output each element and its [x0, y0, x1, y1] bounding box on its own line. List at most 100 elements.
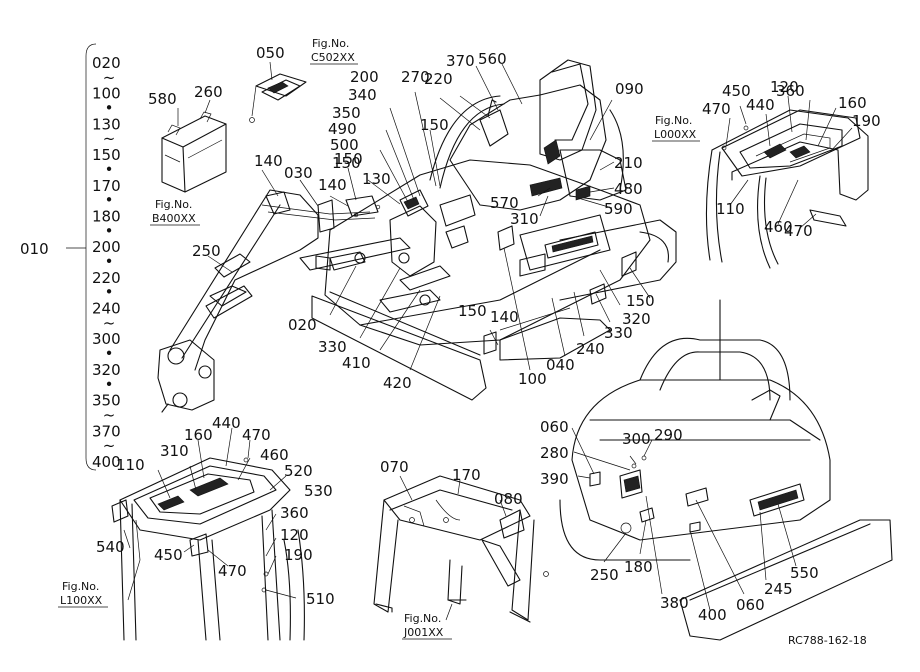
callout-rear: 060: [736, 596, 765, 614]
callout-main: 310: [510, 210, 539, 228]
range-code: 170: [92, 177, 121, 195]
rear-view-drawing: [559, 299, 893, 641]
callout-frame: 070: [380, 458, 409, 476]
assembly-main-label: 010: [20, 240, 49, 258]
range-separator: ~: [103, 68, 116, 86]
callout-frame: 170: [452, 466, 481, 484]
fig-ref-code: B400XX: [152, 212, 196, 225]
fig-ref-label: Fig.No.: [404, 612, 441, 625]
range-code: 370: [92, 422, 121, 440]
callout-main: 130: [362, 170, 391, 188]
range-code: 400: [92, 453, 121, 471]
callout-canopy-top: 460: [764, 218, 793, 236]
callout-main: 150: [332, 154, 361, 172]
callout-main: 350: [332, 104, 361, 122]
reference-code: RC788-162-18: [788, 634, 867, 647]
frame-drawing: [373, 475, 549, 623]
canopy-top-drawing: [705, 109, 869, 269]
callout-rear: 390: [540, 470, 569, 488]
range-code: 200: [92, 238, 121, 256]
callout-canopy-top: 450: [722, 82, 751, 100]
callout-main: 570: [490, 194, 519, 212]
callout-main: 090: [615, 80, 644, 98]
callout-battery: 260: [194, 83, 223, 101]
callout-rops: 510: [306, 590, 335, 608]
range-separator: •: [105, 191, 114, 209]
callout-rops: 160: [184, 426, 213, 444]
callout-canopy-top: 160: [838, 94, 867, 112]
range-code: 240: [92, 300, 121, 318]
callout-main: 410: [342, 354, 371, 372]
callout-frame: 080: [494, 490, 523, 508]
callout-rear: 400: [698, 606, 727, 624]
range-separator: •: [105, 283, 114, 301]
frame-leader-lines: [399, 475, 507, 621]
range-code: 130: [92, 115, 121, 133]
rear-leader-lines: [571, 427, 797, 611]
callout-canopy-top: 470: [784, 222, 813, 240]
callout-main: 330: [318, 338, 347, 356]
range-code: 150: [92, 146, 121, 164]
callout-main: 030: [284, 164, 313, 182]
callout-rear: 245: [764, 580, 793, 598]
canopy-leader-lines: [725, 95, 853, 229]
callout-rear: 300: [622, 430, 651, 448]
assembly-range-column: 010 020~100•130~150•170•180•200•220•240~…: [20, 43, 121, 471]
callout-rops: 520: [284, 462, 313, 480]
callout-main: 490: [328, 120, 357, 138]
range-code: 180: [92, 208, 121, 226]
callout-main: 250: [192, 242, 221, 260]
fig-ref-code: J001XX: [403, 626, 444, 639]
callout-rops: 530: [304, 482, 333, 500]
callout-rops: 310: [160, 442, 189, 460]
range-separator: •: [105, 160, 114, 178]
callout-main: 040: [546, 356, 575, 374]
fig-ref-c502xx: Fig.No. C502XX: [310, 37, 358, 65]
callout-canopy-top: 440: [746, 96, 775, 114]
callout-canopy-top: 190: [852, 112, 881, 130]
range-separator: •: [105, 345, 114, 363]
range-separator: ~: [103, 130, 116, 148]
callout-canopy-top: 470: [702, 100, 731, 118]
range-separator: •: [105, 375, 114, 393]
callout-rops: 190: [284, 546, 313, 564]
range-code: 220: [92, 269, 121, 287]
fig-ref-label: Fig.No.: [62, 580, 99, 593]
callout-rear: 280: [540, 444, 569, 462]
callout-main: 240: [576, 340, 605, 358]
fig-ref-b400xx: Fig.No. B400XX: [150, 198, 200, 226]
rops-leader-lines: [123, 427, 297, 601]
fig-ref-l000xx: Fig.No. L000XX: [652, 114, 700, 142]
range-separator: •: [105, 99, 114, 117]
callout-main: 150: [458, 302, 487, 320]
range-code: 100: [92, 85, 121, 103]
callout-main: 330: [604, 324, 633, 342]
callout-main: 480: [614, 180, 643, 198]
callout-main: 210: [614, 154, 643, 172]
callout-main: 270: [401, 68, 430, 86]
callout-main: 420: [383, 374, 412, 392]
callout-main: 140: [490, 308, 519, 326]
callout-rops: 460: [260, 446, 289, 464]
bracket-050-drawing: [249, 73, 307, 123]
range-code: 320: [92, 361, 121, 379]
callout-main: 590: [604, 200, 633, 218]
callout-rops: 450: [154, 546, 183, 564]
fig-ref-label: Fig.No.: [312, 37, 349, 50]
fig-ref-code: L000XX: [654, 128, 697, 141]
callout-main: 150: [420, 116, 449, 134]
range-code: 020: [92, 54, 121, 72]
callout-rear: 250: [590, 566, 619, 584]
callout-rear: 060: [540, 418, 569, 436]
range-code: 350: [92, 392, 121, 410]
callout-main: 100: [518, 370, 547, 388]
fig-ref-j001xx: Fig.No. J001XX: [402, 612, 452, 640]
callout-main: 500: [330, 136, 359, 154]
callout-rops: 120: [280, 526, 309, 544]
battery-drawing: [161, 111, 227, 193]
callout-rops: 440: [212, 414, 241, 432]
callout-rear: 290: [654, 426, 683, 444]
callout-main: 320: [622, 310, 651, 328]
